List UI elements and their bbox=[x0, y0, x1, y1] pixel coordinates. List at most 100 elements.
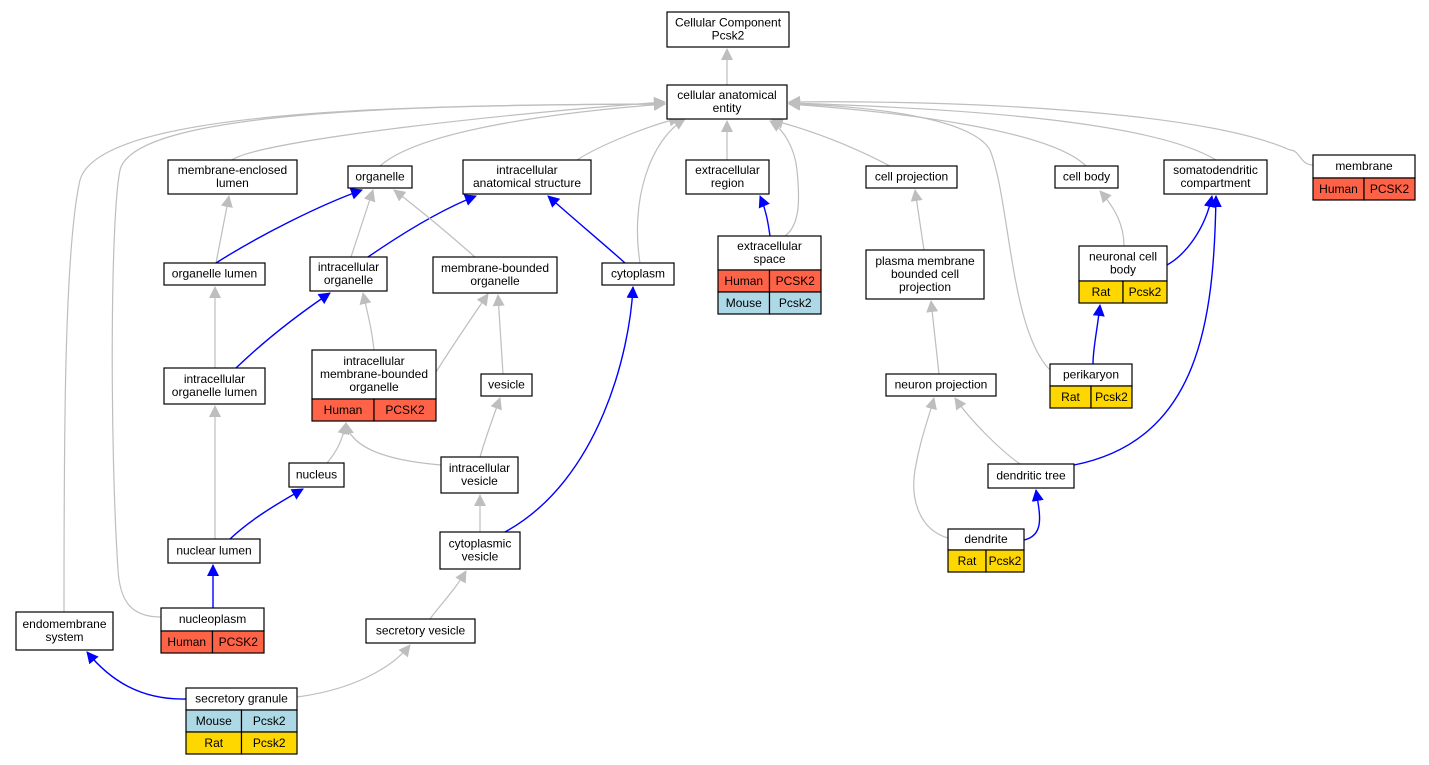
edge-nucleus-to-imbo bbox=[326, 422, 350, 464]
node-label-line: somatodendritic bbox=[1173, 163, 1258, 177]
node-orglumen[interactable]: organelle lumen bbox=[163, 262, 266, 286]
node-label-line: organelle bbox=[355, 170, 405, 184]
edge-pmbcp-to-cellproj bbox=[910, 189, 925, 251]
node-secves[interactable]: secretory vesicle bbox=[365, 618, 476, 644]
edge-perikaryon-to-cae bbox=[788, 98, 1051, 371]
node-label-line: system bbox=[45, 630, 83, 644]
node-cellproj[interactable]: cell projection bbox=[865, 165, 958, 189]
node-nucleus[interactable]: nucleus bbox=[288, 462, 345, 488]
node-imbo[interactable]: intracellularmembrane-boundedorganelleHu… bbox=[311, 349, 437, 422]
gene-symbol: PCSK2 bbox=[776, 274, 816, 288]
edge-dendrite-to-dendtree bbox=[1023, 489, 1044, 541]
node-label-line: extracellular bbox=[737, 239, 802, 253]
node-cellbody[interactable]: cell body bbox=[1054, 165, 1119, 189]
node-box bbox=[666, 11, 790, 48]
node-label-line: endomembrane bbox=[22, 617, 106, 631]
node-label-line: neuron projection bbox=[895, 378, 988, 392]
node-box bbox=[865, 249, 985, 300]
node-label-line: membrane-bounded bbox=[441, 261, 549, 275]
species-cell bbox=[1122, 280, 1168, 304]
node-label-line: dendritic tree bbox=[996, 469, 1066, 483]
node-organelle[interactable]: organelle bbox=[347, 165, 413, 189]
species-name: Human bbox=[724, 274, 763, 288]
node-label-line: entity bbox=[713, 101, 742, 115]
gene-symbol: Pcsk2 bbox=[989, 554, 1022, 568]
node-box bbox=[439, 531, 521, 570]
node-box bbox=[1163, 159, 1268, 195]
edge-membrane-to-cae bbox=[788, 95, 1314, 166]
edge-nuclumen-to-nucleus bbox=[229, 488, 304, 540]
edge-dendtree-to-somato bbox=[1073, 195, 1222, 466]
edge-vesicle-to-mbo bbox=[492, 294, 505, 375]
node-label-line: Cellular Component bbox=[675, 16, 782, 30]
species-name: Human bbox=[324, 403, 363, 417]
node-label-line: intracellular bbox=[343, 354, 404, 368]
node-label-line: membrane-bounded bbox=[320, 367, 428, 381]
node-box bbox=[462, 159, 592, 195]
node-box bbox=[685, 159, 770, 195]
edge-ias-to-cae bbox=[576, 114, 681, 161]
node-label-line: secretory vesicle bbox=[376, 624, 466, 638]
edge-cytves-to-cytoplasm bbox=[504, 286, 639, 533]
species-cell bbox=[1090, 385, 1133, 409]
node-label-line: nucleoplasm bbox=[179, 612, 246, 626]
edge-orglumen-to-organelle bbox=[215, 188, 363, 264]
node-box bbox=[432, 256, 558, 294]
node-box bbox=[311, 349, 437, 400]
node-label-line: Pcsk2 bbox=[712, 29, 745, 43]
node-label-line: nucleus bbox=[296, 468, 337, 482]
edge-cellproj-to-cae bbox=[771, 116, 891, 167]
edge-dendrite-to-neuproj bbox=[913, 397, 949, 539]
node-box bbox=[288, 462, 345, 488]
node-box bbox=[1078, 245, 1168, 282]
edge-ncb-to-cellbody bbox=[1099, 190, 1125, 247]
species-cell bbox=[373, 398, 437, 422]
node-dendtree[interactable]: dendritic tree bbox=[987, 463, 1075, 489]
node-neuproj[interactable]: neuron projection bbox=[885, 373, 997, 397]
node-box bbox=[15, 611, 114, 651]
node-label-line: space bbox=[753, 252, 785, 266]
gene-symbol: PCSK2 bbox=[385, 403, 425, 417]
species-name: Rat bbox=[1092, 285, 1111, 299]
species-name: Rat bbox=[1061, 390, 1080, 404]
node-vesicle[interactable]: vesicle bbox=[480, 373, 533, 397]
node-cytoplasm[interactable]: cytoplasm bbox=[601, 262, 675, 286]
node-box bbox=[666, 84, 788, 120]
node-label-line: cell projection bbox=[875, 170, 948, 184]
node-label-line: intracellular bbox=[449, 461, 510, 475]
gene-symbol: Pcsk2 bbox=[1129, 285, 1162, 299]
node-label-line: vesicle bbox=[488, 378, 525, 392]
node-nuclumen[interactable]: nuclear lumen bbox=[167, 538, 261, 564]
species-name: Human bbox=[167, 635, 206, 649]
node-box bbox=[987, 463, 1075, 489]
node-box bbox=[365, 618, 476, 644]
node-label-line: bounded cell bbox=[891, 267, 959, 281]
edges bbox=[63, 48, 1314, 700]
species-cell bbox=[211, 630, 265, 654]
node-label-line: cell body bbox=[1063, 170, 1110, 184]
edge-perikaryon-to-ncb bbox=[1092, 304, 1105, 365]
edge-intorg-to-organelle bbox=[350, 189, 376, 258]
edge-ncb-to-somato bbox=[1166, 195, 1216, 266]
